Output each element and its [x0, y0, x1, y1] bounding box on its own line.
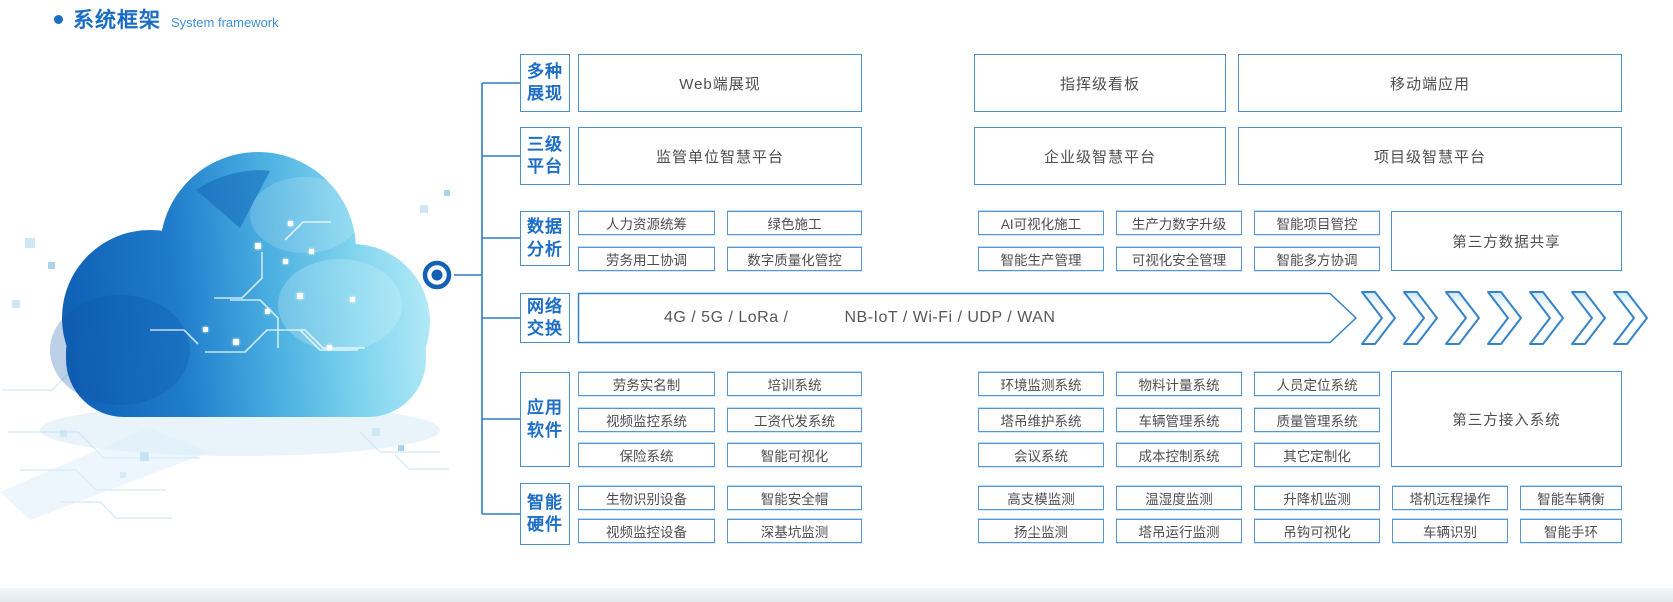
label-line: 三级 — [527, 134, 563, 154]
third-party-access-box: 第三方接入系统 — [1391, 371, 1622, 467]
content-box: 升降机监测 — [1254, 486, 1380, 510]
category-label-network: 网络 交换 — [520, 293, 570, 343]
content-box: 企业级智慧平台 — [974, 127, 1226, 185]
label-line: 数据 — [527, 217, 563, 237]
category-label-hardware: 智能 硬件 — [520, 483, 570, 545]
content-box: 培训系统 — [727, 372, 862, 396]
content-box: 质量管理系统 — [1254, 408, 1380, 432]
content-box: 成本控制系统 — [1116, 443, 1242, 467]
label-line: 交换 — [527, 319, 563, 338]
content-box: 智能生产管理 — [978, 247, 1104, 271]
network-protocols-left: 4G / 5G / LoRa / — [664, 309, 789, 326]
title-zh: 系统框架 — [73, 9, 161, 32]
bottom-band — [0, 588, 1673, 602]
content-box: 温湿度监测 — [1116, 486, 1242, 510]
content-box: 人力资源统筹 — [578, 211, 715, 235]
bullseye-node-icon — [420, 258, 454, 292]
content-box: Web端展现 — [578, 54, 862, 112]
label-line: 分析 — [527, 239, 563, 259]
content-box: 智能车辆衡 — [1520, 486, 1622, 510]
content-box: 车辆管理系统 — [1116, 408, 1242, 432]
label-line: 展现 — [527, 84, 563, 103]
content-box: 其它定制化 — [1254, 443, 1380, 467]
label-line: 应用 — [527, 398, 563, 418]
content-box: 监管单位智慧平台 — [578, 127, 862, 185]
page-title: 系统框架 System framework — [54, 10, 279, 31]
content-box: 移动端应用 — [1238, 54, 1622, 112]
content-box: 劳务实名制 — [578, 372, 715, 396]
content-box: 指挥级看板 — [974, 54, 1226, 112]
content-box: 深基坑监测 — [727, 519, 862, 543]
content-box: 视频监控系统 — [578, 408, 715, 432]
content-box: 塔吊运行监测 — [1116, 519, 1242, 543]
content-box: 工资代发系统 — [727, 408, 862, 432]
network-protocols: 4G / 5G / LoRa / NB-IoT / Wi-Fi / UDP / … — [578, 293, 1416, 343]
content-box: 可视化安全管理 — [1116, 247, 1242, 271]
third-party-data-box: 第三方数据共享 — [1391, 211, 1622, 271]
content-box: 智能安全帽 — [727, 486, 862, 510]
content-box: 高支模监测 — [978, 486, 1104, 510]
label-line: 平台 — [527, 157, 563, 176]
bullet-icon — [54, 15, 63, 24]
content-box: 视频监控设备 — [578, 519, 715, 543]
content-box: 生产力数字升级 — [1116, 211, 1242, 235]
content-box: 物料计量系统 — [1116, 372, 1242, 396]
content-box: 生物识别设备 — [578, 486, 715, 510]
label-line: 网络 — [527, 296, 563, 316]
category-label-platform: 三级 平台 — [520, 127, 570, 185]
content-box: 智能可视化 — [727, 443, 862, 467]
content-box: 会议系统 — [978, 443, 1104, 467]
category-label-software: 应用 软件 — [520, 372, 570, 467]
content-box: 扬尘监测 — [978, 519, 1104, 543]
connector-lines — [453, 82, 520, 515]
content-box: 吊钩可视化 — [1254, 519, 1380, 543]
content-box: 项目级智慧平台 — [1238, 127, 1622, 185]
content-box: 智能多方协调 — [1254, 247, 1380, 271]
content-box: 劳务用工协调 — [578, 247, 715, 271]
content-box: 绿色施工 — [727, 211, 862, 235]
network-protocols-right: NB-IoT / Wi-Fi / UDP / WAN — [844, 309, 1056, 326]
title-en: System framework — [171, 15, 279, 30]
label-line: 软件 — [527, 420, 563, 440]
category-label-analysis: 数据 分析 — [520, 211, 570, 266]
content-box: 塔机远程操作 — [1392, 486, 1508, 510]
category-label-display: 多种 展现 — [520, 54, 570, 112]
content-box: 塔吊维护系统 — [978, 408, 1104, 432]
cloud-icon — [0, 152, 440, 520]
content-box: 保险系统 — [578, 443, 715, 467]
label-line: 多种 — [527, 61, 563, 81]
content-box: 数字质量化管控 — [727, 247, 862, 271]
content-box: AI可视化施工 — [978, 211, 1104, 235]
label-line: 智能 — [527, 492, 563, 512]
content-box: 环境监测系统 — [978, 372, 1104, 396]
content-box: 智能项目管控 — [1254, 211, 1380, 235]
network-arrow-box — [577, 292, 1358, 344]
label-line: 硬件 — [527, 515, 563, 534]
content-box: 人员定位系统 — [1254, 372, 1380, 396]
content-box: 车辆识别 — [1392, 519, 1508, 543]
chevron-right-icons — [1361, 291, 1648, 345]
content-box: 智能手环 — [1520, 519, 1622, 543]
